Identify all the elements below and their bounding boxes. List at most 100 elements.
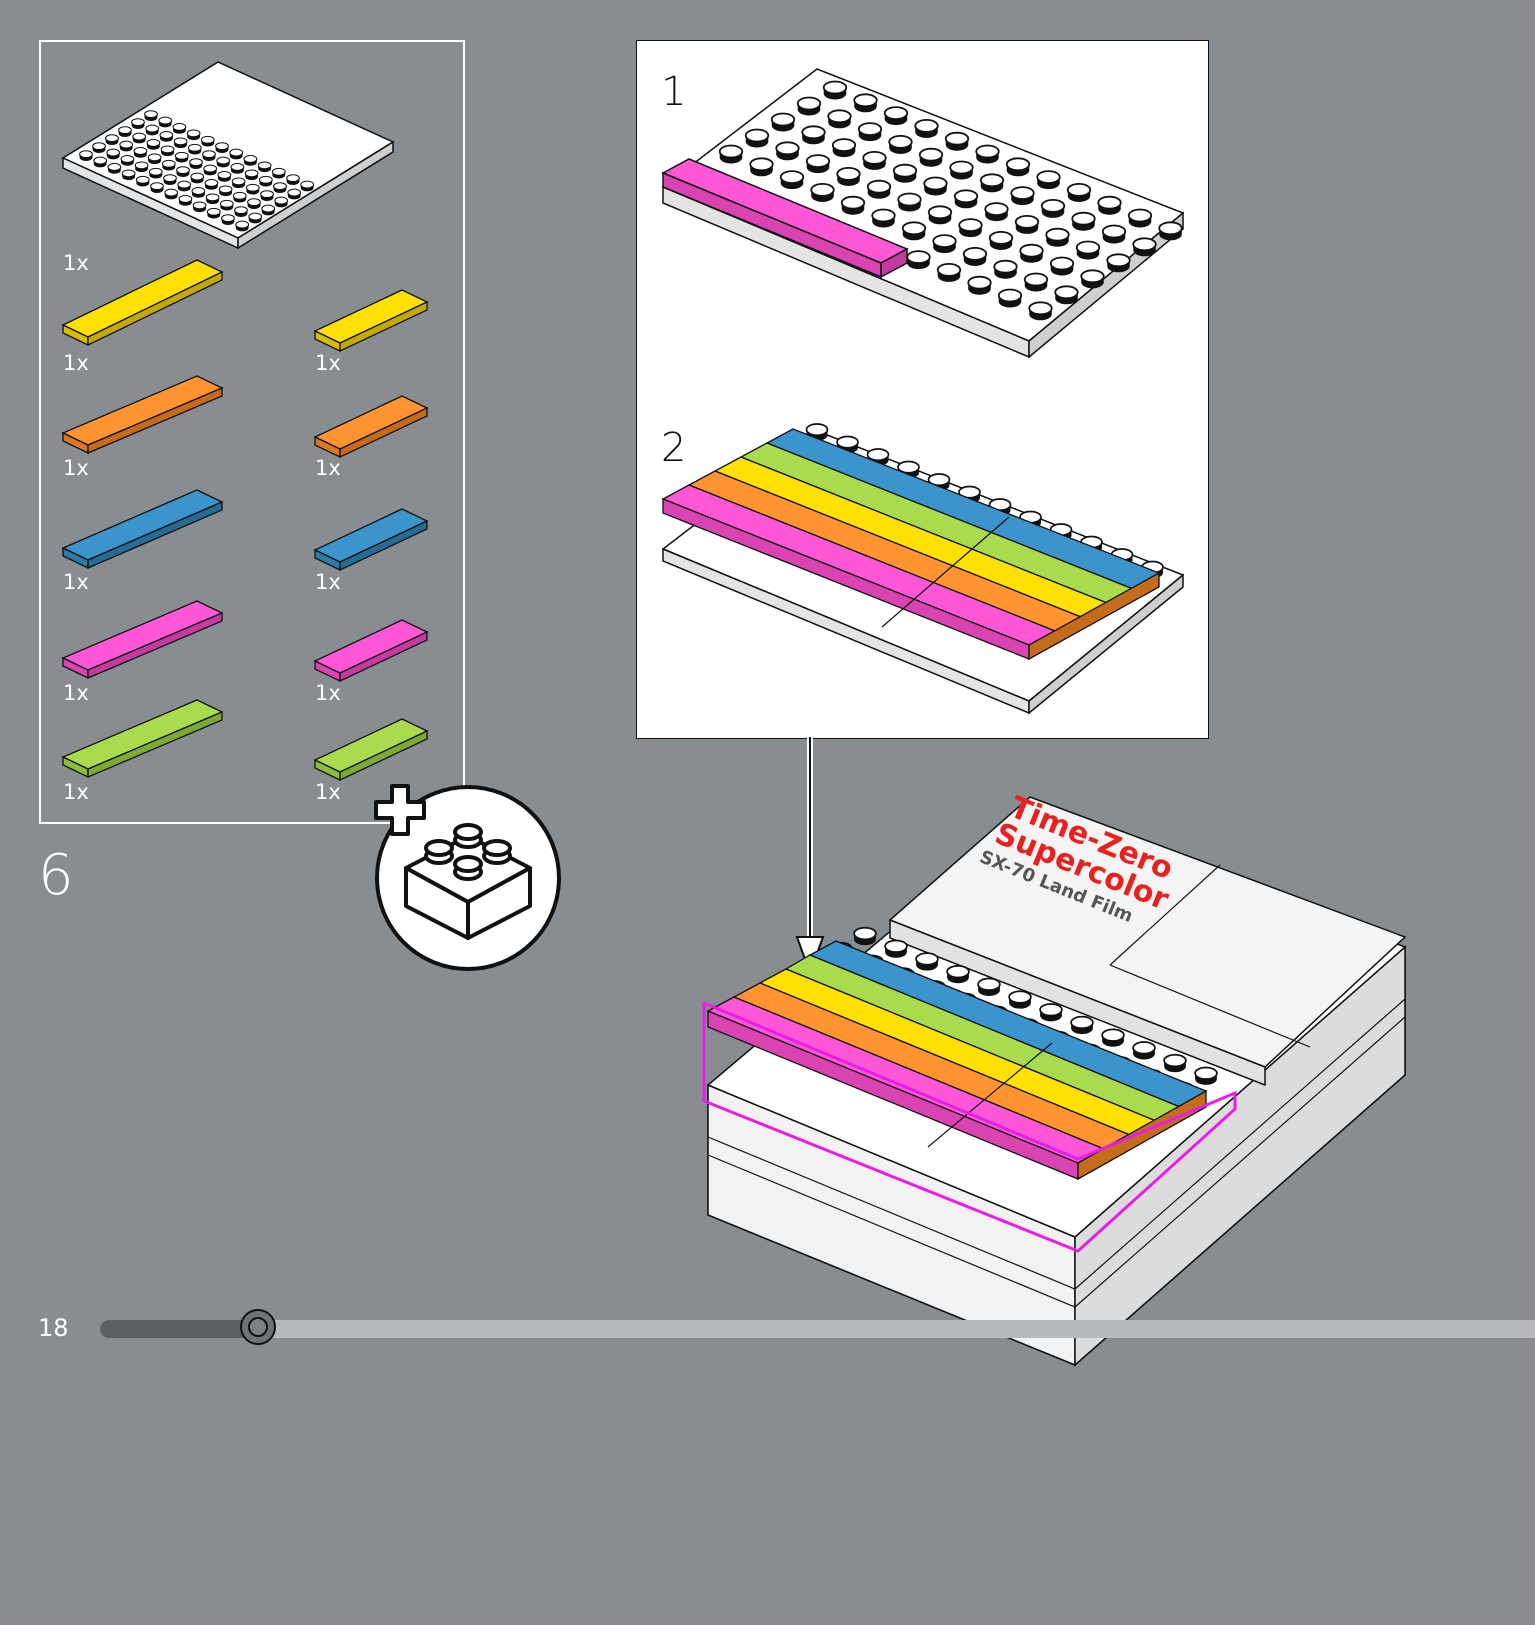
stud — [866, 179, 892, 200]
page-number: 18 — [38, 1314, 69, 1342]
stud — [1008, 990, 1032, 1010]
stud — [187, 143, 202, 156]
stud — [1014, 214, 1040, 235]
stud — [186, 129, 201, 141]
stud — [1066, 182, 1092, 203]
parts-panel: 1x 1x 1x 1x 1x — [39, 40, 465, 824]
stud — [831, 138, 857, 159]
stud — [918, 147, 944, 168]
stud — [189, 158, 203, 170]
stud — [967, 275, 992, 296]
stud — [827, 109, 852, 130]
stud — [1070, 1015, 1094, 1035]
stud — [1132, 1041, 1156, 1061]
stud — [984, 202, 1009, 223]
stud — [1049, 256, 1075, 277]
stud — [118, 126, 132, 138]
orange-tile-long — [61, 375, 224, 455]
stud — [121, 169, 136, 181]
stud — [822, 80, 848, 101]
stud — [953, 189, 979, 210]
stud — [192, 201, 207, 213]
stud — [200, 135, 215, 148]
stud — [161, 159, 176, 172]
stud — [93, 156, 108, 168]
substep-panel: 1 2 — [636, 40, 1209, 739]
stud — [884, 939, 908, 959]
stud — [148, 167, 163, 180]
stud — [261, 204, 276, 216]
step-number: 6 — [38, 843, 74, 908]
stud — [120, 155, 135, 167]
stud — [810, 182, 835, 203]
stud — [119, 140, 134, 152]
stud — [132, 132, 147, 144]
stud — [1023, 272, 1049, 293]
stud — [1106, 253, 1131, 274]
substep-number-1: 1 — [661, 69, 687, 115]
stud — [215, 142, 229, 154]
stud — [164, 188, 179, 200]
stud — [1028, 301, 1053, 322]
green-tile-short — [313, 718, 429, 782]
stud — [248, 212, 263, 224]
stud — [177, 180, 192, 192]
stud — [801, 125, 826, 146]
stud — [146, 139, 161, 151]
blue-tile-short — [313, 508, 429, 572]
stud — [134, 161, 149, 173]
stud — [92, 142, 106, 154]
stud — [1127, 208, 1153, 229]
stud — [862, 150, 887, 171]
stud — [191, 187, 206, 199]
stud — [204, 179, 219, 191]
stud — [1010, 186, 1035, 207]
stud — [219, 199, 234, 212]
part-qty-4: 1x — [315, 456, 341, 480]
stud — [133, 147, 148, 159]
stud — [997, 288, 1023, 309]
stud — [1132, 237, 1157, 258]
stud — [106, 148, 121, 160]
stud — [245, 183, 260, 196]
stud — [260, 190, 274, 202]
stud — [988, 230, 1014, 251]
parts-drawing: 1x 1x 1x 1x 1x — [61, 61, 429, 804]
part-qty-2: 1x — [315, 351, 341, 375]
progress-knob[interactable] — [239, 1309, 276, 1345]
stud — [172, 123, 187, 135]
stud — [229, 148, 244, 160]
stud — [901, 221, 927, 242]
stud — [1194, 1066, 1218, 1086]
stud — [962, 246, 988, 267]
stud — [892, 163, 918, 184]
stud — [914, 119, 939, 139]
part-qty-6: 1x — [315, 570, 341, 594]
stud — [79, 150, 93, 162]
part-qty-10: 1x — [315, 780, 341, 804]
stud — [178, 195, 193, 207]
stud — [274, 196, 289, 208]
substep-drawing — [661, 68, 1185, 715]
substep-2-assembly — [661, 423, 1185, 715]
stud — [230, 163, 245, 175]
stud — [1163, 1053, 1187, 1074]
stud — [158, 116, 173, 128]
stud — [206, 207, 221, 220]
stud — [749, 157, 774, 178]
progress-track — [100, 1320, 1535, 1338]
stud — [216, 156, 231, 168]
stud — [1080, 269, 1105, 290]
blue-tile-long — [61, 489, 224, 570]
stud — [923, 176, 948, 197]
stud — [173, 137, 188, 149]
stud — [1158, 221, 1183, 242]
stud — [286, 174, 300, 186]
stud — [949, 160, 974, 181]
stud — [287, 188, 302, 200]
stud — [131, 118, 145, 130]
stud — [906, 250, 931, 271]
stud — [871, 208, 896, 229]
stud — [257, 161, 272, 173]
stud — [160, 145, 175, 157]
